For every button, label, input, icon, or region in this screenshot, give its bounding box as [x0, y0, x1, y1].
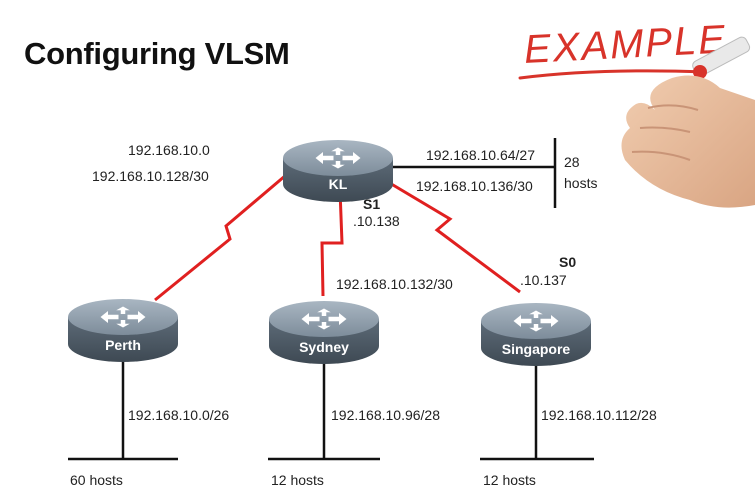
router-sydney-label: Sydney: [299, 339, 349, 355]
perth-wan-subnet-label: 192.168.10.128/30: [92, 168, 209, 184]
wan-link-perth: [154, 168, 293, 302]
kl-lan-subnet-label: 192.168.10.64/27: [426, 147, 535, 163]
perth-lan-subnet-label: 192.168.10.0/26: [128, 407, 230, 423]
router-kl[interactable]: KL: [283, 140, 393, 202]
router-sydney[interactable]: Sydney: [269, 301, 379, 364]
perth-wan-network-label: 192.168.10.0: [128, 142, 210, 158]
underline-stroke: [518, 69, 707, 80]
wan-link-singapore: [387, 180, 521, 294]
kl-s1-port-label: S1: [363, 196, 381, 212]
sydney-lan-segment: [268, 360, 380, 461]
sydney-lan-subnet-label: 192.168.10.96/28: [331, 407, 440, 423]
singapore-s0-port-label: S0: [559, 254, 577, 270]
kl-lan-segment: [385, 138, 557, 208]
singapore-s0-ip-label: .10.137: [520, 272, 567, 288]
sydney-wan-subnet-label: 192.168.10.132/30: [336, 276, 453, 292]
kl-hosts-label: 28 hosts: [564, 152, 597, 194]
perth-lan-segment: [68, 357, 178, 461]
kl-singapore-wan-label: 192.168.10.136/30: [416, 178, 533, 194]
kl-s1-ip-label: .10.138: [353, 213, 400, 229]
singapore-hosts-label: 12 hosts: [483, 472, 536, 488]
kl-hosts-word: hosts: [564, 175, 598, 191]
sydney-hosts-label: 12 hosts: [271, 472, 324, 488]
router-kl-label: KL: [329, 176, 348, 192]
router-singapore-label: Singapore: [502, 341, 571, 357]
page-title: Configuring VLSM: [24, 36, 290, 71]
perth-hosts-label: 60 hosts: [70, 472, 123, 488]
router-singapore[interactable]: Singapore: [481, 303, 591, 366]
singapore-lan-subnet-label: 192.168.10.112/28: [541, 407, 657, 423]
singapore-lan-segment: [480, 362, 594, 461]
wan-link-sydney: [320, 189, 344, 297]
router-perth-label: Perth: [105, 337, 141, 353]
kl-hosts-count: 28: [564, 154, 580, 170]
router-perth[interactable]: Perth: [68, 299, 178, 362]
hand-marker-image: [621, 36, 755, 208]
